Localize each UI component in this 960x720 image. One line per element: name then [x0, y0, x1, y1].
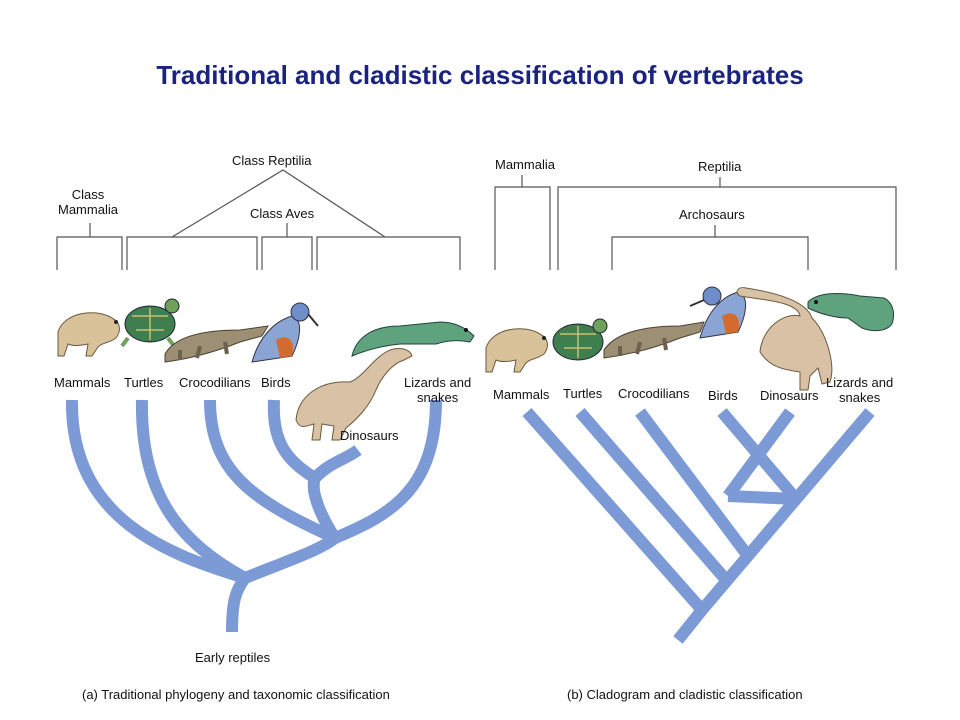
bird-illustration-b	[689, 286, 746, 339]
mammal-illustration-a	[57, 312, 120, 357]
mammal-illustration-b	[485, 328, 548, 373]
panel-b-cladogram	[522, 408, 875, 644]
branch-mammals	[65, 399, 247, 584]
dinosaur-illustration-a	[295, 348, 413, 441]
panel-a-tree	[65, 399, 442, 633]
taxon-crocodilians-a: Crocodilians	[179, 375, 251, 390]
clade-dino-arm	[723, 408, 795, 500]
turtle-illustration-a	[120, 298, 180, 348]
page-title: Traditional and cladistic classification…	[156, 60, 804, 90]
branch-lizards	[332, 399, 442, 544]
caption-panel-a: (a) Traditional phylogeny and taxonomic …	[82, 687, 390, 702]
taxon-turtles-a: Turtles	[124, 375, 164, 390]
crocodile-illustration-a	[164, 325, 269, 363]
root-early-reptiles: Early reptiles	[195, 650, 271, 665]
taxon-birds-b: Birds	[708, 388, 738, 403]
mammalia-label: Mammalia	[495, 157, 555, 172]
class-reptilia-label: Class Reptilia	[232, 153, 312, 168]
taxon-dinosaurs-b: Dinosaurs	[760, 388, 819, 403]
branch-root	[226, 574, 250, 633]
archosaurs-bracket	[611, 225, 809, 270]
branch-birds	[267, 399, 319, 484]
branch-to-archosaur	[242, 533, 339, 584]
reptilia-bracket	[557, 177, 897, 270]
taxon-turtles-b: Turtles	[563, 386, 603, 401]
archosaurs-label: Archosaurs	[679, 207, 745, 222]
class-aves-bracket	[261, 223, 313, 270]
reptilia-label: Reptilia	[698, 159, 742, 174]
panel-b-brackets	[494, 175, 897, 270]
class-mammalia-label: Class Mammalia	[58, 187, 118, 217]
clade-turtles	[575, 408, 732, 585]
mammalia-bracket	[494, 175, 551, 270]
turtle-illustration-b	[552, 318, 608, 361]
crocodile-illustration-b	[603, 321, 705, 359]
clade-mammals	[522, 408, 707, 614]
class-reptilia-connector	[171, 169, 386, 238]
branch-dinosaurs	[310, 445, 362, 483]
panel-a-brackets	[56, 169, 461, 270]
class-mammalia-bracket	[56, 223, 123, 270]
taxon-mammals-b: Mammals	[493, 387, 550, 402]
clade-arch-arm	[727, 490, 797, 505]
class-reptilia-left-bracket	[126, 236, 258, 270]
lizard-illustration-b	[807, 293, 895, 332]
dinosaur-illustration-b	[736, 287, 833, 391]
lizard-illustration-a	[351, 321, 475, 357]
clade-crocodilians	[635, 408, 753, 560]
branch-crocodilians	[204, 399, 338, 544]
taxon-crocodilians-b: Crocodilians	[618, 386, 690, 401]
taxon-mammals-a: Mammals	[54, 375, 111, 390]
branch-birds-dino	[307, 475, 341, 542]
taxon-dinosaurs-a: Dinosaurs	[340, 428, 399, 443]
taxon-birds-a: Birds	[261, 375, 291, 390]
lizard-dino-bracket	[316, 236, 461, 270]
caption-panel-b: (b) Cladogram and cladistic classificati…	[567, 687, 803, 702]
class-aves-label: Class Aves	[250, 206, 315, 221]
clade-root	[673, 606, 707, 644]
taxon-lizards-b: Lizards and snakes	[826, 375, 894, 405]
taxon-lizards-a: Lizards and snakes	[404, 375, 472, 405]
bird-illustration-a	[251, 302, 319, 363]
branch-turtles	[135, 399, 248, 584]
